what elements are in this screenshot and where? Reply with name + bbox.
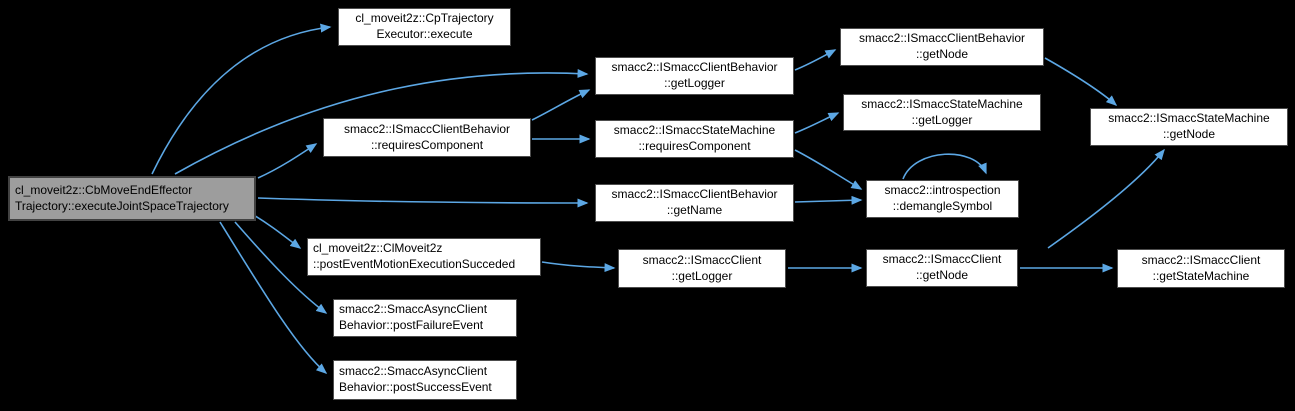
edge-cb-requires-to-cb-getlogger — [531, 89, 591, 121]
edge-root-to-postsuccess — [219, 221, 328, 374]
edge-sm-requires-to-sm-getlogger — [794, 112, 840, 134]
node-client-behavior-get-node[interactable]: smacc2::ISmaccClientBehavior ::getNode — [840, 28, 1044, 66]
node-post-event-motion-execution-succeded[interactable]: cl_moveit2z::ClMoveit2z ::postEventMotio… — [307, 238, 541, 276]
edge-root-to-postfailure — [234, 221, 328, 314]
edge-root-to-cb-getlogger — [174, 69, 589, 175]
node-label: cl_moveit2z::CbMoveEndEffector Trajector… — [15, 182, 229, 213]
node-label: smacc2::ISmaccClient ::getLogger — [642, 252, 762, 283]
node-execute-joint-space-trajectory[interactable]: cl_moveit2z::CbMoveEndEffector Trajector… — [8, 176, 256, 221]
node-label: smacc2::ISmaccClientBehavior ::getLogger — [611, 60, 778, 90]
edge-cb-getnode-to-sm-getnode — [1044, 57, 1118, 106]
node-state-machine-requires-component[interactable]: smacc2::ISmaccStateMachine ::requiresCom… — [595, 120, 794, 158]
node-demangle-symbol[interactable]: smacc2::introspection ::demangleSymbol — [866, 180, 1019, 218]
node-label: smacc2::ISmaccClientBehavior ::getName — [611, 187, 778, 217]
node-label: smacc2::ISmaccClient ::getStateMachine — [1141, 252, 1261, 283]
node-label: smacc2::SmaccAsyncClient Behavior::postS… — [339, 364, 492, 394]
edge-root-to-cb-requires — [257, 143, 318, 179]
node-client-behavior-get-name[interactable]: smacc2::ISmaccClientBehavior ::getName — [595, 184, 794, 222]
node-cp-trajectory-executor-execute[interactable]: cl_moveit2z::CpTrajectory Executor::exec… — [338, 8, 511, 46]
node-state-machine-get-node[interactable]: smacc2::ISmaccStateMachine ::getNode — [1090, 108, 1288, 146]
edge-cb-getlogger-to-cb-getnode — [794, 49, 837, 71]
node-client-behavior-get-logger[interactable]: smacc2::ISmaccClientBehavior ::getLogger — [595, 57, 794, 95]
node-label: smacc2::SmaccAsyncClient Behavior::postF… — [339, 302, 488, 332]
node-post-success-event[interactable]: smacc2::SmaccAsyncClient Behavior::postS… — [333, 360, 517, 400]
edge-client-getnode-to-sm-getnode — [1047, 148, 1165, 249]
node-client-behavior-requires-component[interactable]: smacc2::ISmaccClientBehavior ::requiresC… — [323, 118, 531, 157]
node-label: smacc2::ISmaccStateMachine ::requiresCom… — [613, 123, 776, 153]
node-label: smacc2::ISmaccClient ::getNode — [882, 252, 1002, 282]
edge-demangle-self-loop — [902, 153, 987, 180]
node-label: smacc2::ISmaccClientBehavior ::getNode — [858, 31, 1026, 61]
edge-sm-requires-to-demangle — [794, 149, 863, 190]
node-label: smacc2::ISmaccStateMachine ::getLogger — [861, 96, 1023, 127]
node-label: smacc2::ISmaccStateMachine ::getNode — [1108, 111, 1270, 141]
edge-cb-getname-to-demangle — [794, 195, 863, 205]
node-client-get-state-machine[interactable]: smacc2::ISmaccClient ::getStateMachine — [1117, 249, 1285, 288]
edge-root-to-cp-execute — [151, 23, 332, 175]
edge-root-to-postevent — [251, 213, 302, 249]
node-label: smacc2::introspection ::demangleSymbol — [884, 183, 1001, 213]
node-label: smacc2::ISmaccClientBehavior ::requiresC… — [343, 121, 511, 152]
node-client-get-node[interactable]: smacc2::ISmaccClient ::getNode — [866, 249, 1018, 287]
node-label: cl_moveit2z::CpTrajectory Executor::exec… — [355, 11, 494, 41]
node-state-machine-get-logger[interactable]: smacc2::ISmaccStateMachine ::getLogger — [843, 94, 1041, 131]
node-label: cl_moveit2z::ClMoveit2z ::postEventMotio… — [313, 241, 516, 271]
edge-root-to-cb-getname — [257, 197, 589, 208]
node-post-failure-event[interactable]: smacc2::SmaccAsyncClient Behavior::postF… — [333, 299, 517, 337]
node-client-get-logger[interactable]: smacc2::ISmaccClient ::getLogger — [618, 249, 786, 288]
edge-postevent-to-client-getlogger — [541, 261, 616, 273]
